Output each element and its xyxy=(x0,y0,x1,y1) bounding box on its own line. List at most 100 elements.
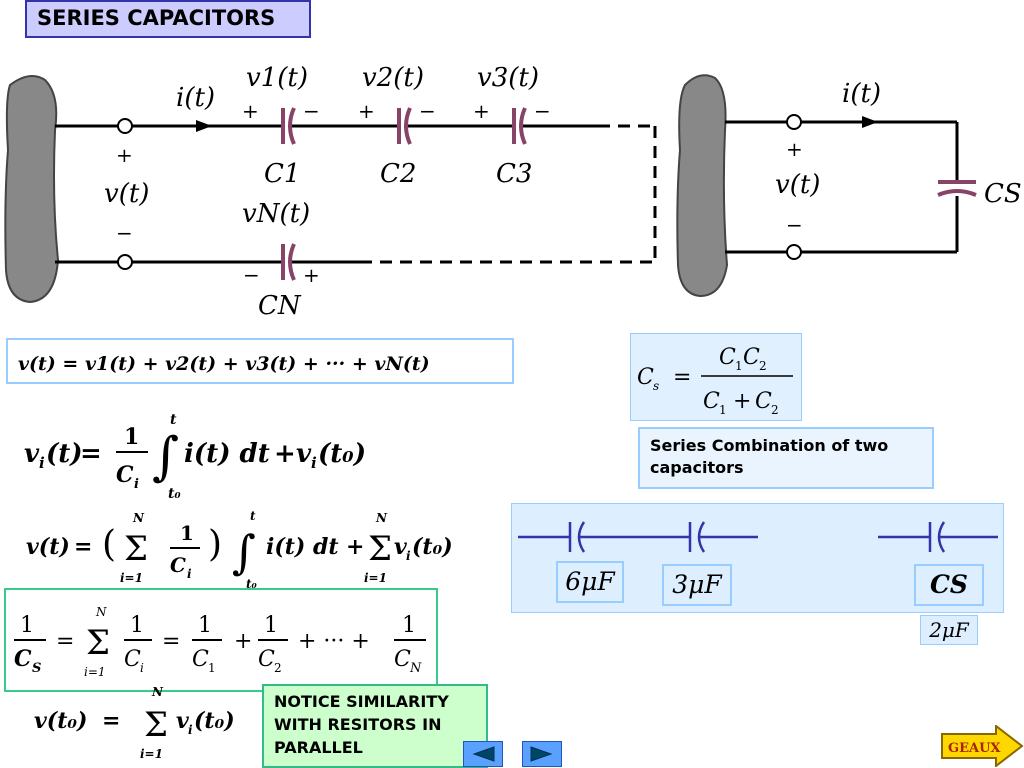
svg-text:1: 1 xyxy=(719,403,727,417)
svg-text:C: C xyxy=(755,389,772,414)
svg-text:∫: ∫ xyxy=(232,525,256,579)
svg-text:−: − xyxy=(786,213,803,237)
cs-label: CS xyxy=(984,179,1022,209)
svg-text:i: i xyxy=(134,477,139,492)
svg-text:t: t xyxy=(170,412,177,428)
svg-text:(t): (t) xyxy=(46,439,83,469)
svg-text:=: = xyxy=(102,708,120,734)
svg-text:i(t) dt: i(t) dt xyxy=(266,534,339,560)
v1-label: v1(t) xyxy=(246,63,308,93)
svg-text:v(t): v(t) xyxy=(775,170,820,200)
equivalent-circuit-diagram: i(t) v(t) + − CS xyxy=(676,74,1022,298)
svg-text:v(t): v(t) xyxy=(26,534,70,560)
c1-label: C1 xyxy=(264,159,300,189)
svg-text:∫: ∫ xyxy=(152,427,179,487)
svg-text:C: C xyxy=(170,553,186,577)
cs-result-value: 2μF xyxy=(920,615,978,645)
svg-text:C: C xyxy=(14,646,32,672)
svg-text:1: 1 xyxy=(20,613,34,638)
svg-text:v: v xyxy=(296,439,312,469)
svg-text:i: i xyxy=(140,661,144,675)
terminal-top-right xyxy=(786,114,802,130)
svg-text:t₀: t₀ xyxy=(246,577,258,590)
notice-box: NOTICE SIMILARITY WITH RESITORS IN PARAL… xyxy=(262,684,488,768)
current-label: i(t) xyxy=(176,83,215,113)
prev-slide-button[interactable] xyxy=(463,741,503,767)
svg-text:i=1: i=1 xyxy=(140,747,163,761)
svg-text:2: 2 xyxy=(274,661,282,675)
svg-text:(t₀): (t₀) xyxy=(194,708,235,734)
right-arrow-icon xyxy=(530,746,553,762)
svg-text:i=1: i=1 xyxy=(84,665,106,679)
svg-text:v(t) = v1(t) + v2(t) + v3(t) +: v(t) = v1(t) + v2(t) + v3(t) + ··· + vN(… xyxy=(18,353,430,375)
svg-text:i=1: i=1 xyxy=(120,571,143,585)
c3-label: C3 xyxy=(496,159,532,189)
v3-label: v3(t) xyxy=(477,63,539,93)
c2-label: C2 xyxy=(380,159,416,189)
svg-text:N: N xyxy=(375,511,388,525)
svg-text:s: s xyxy=(653,379,659,393)
capacitor-value-3uf: 3μF xyxy=(662,564,732,606)
svg-text:i: i xyxy=(39,454,45,472)
svg-text:v: v xyxy=(394,534,407,560)
svg-text:C: C xyxy=(743,345,760,370)
svg-text:1: 1 xyxy=(208,661,216,675)
svg-text:i: i xyxy=(406,549,411,563)
svg-text:1: 1 xyxy=(130,613,144,638)
kvl-equation-box: v(t) = v1(t) + v2(t) + v3(t) + ··· + vN(… xyxy=(6,338,514,384)
svg-text:−: − xyxy=(116,221,133,245)
svg-text:S: S xyxy=(32,661,41,676)
terminal-top xyxy=(117,118,133,134)
svg-text:Σ: Σ xyxy=(368,529,392,569)
source-blob xyxy=(4,75,60,304)
series-circuit-diagram: i(t) v(t) + − v1(t) v2(t) v3(t) C1 C2 C3… xyxy=(4,63,657,321)
svg-text:C: C xyxy=(192,647,209,672)
svg-text:N: N xyxy=(95,605,107,619)
svg-text:C: C xyxy=(258,647,275,672)
svg-text:v: v xyxy=(24,439,40,469)
terminal-bottom-right xyxy=(786,244,802,260)
svg-text:1: 1 xyxy=(264,613,278,638)
svg-text:): ) xyxy=(208,524,222,565)
svg-text:C: C xyxy=(703,389,720,414)
svg-text:i: i xyxy=(187,567,192,581)
svg-text:1: 1 xyxy=(735,359,743,373)
svg-text:C: C xyxy=(116,462,134,488)
svg-text:=: = xyxy=(74,534,92,560)
capacitor-value-6uf: 6μF xyxy=(556,561,624,603)
next-slide-button[interactable] xyxy=(522,741,562,767)
svg-text:+: + xyxy=(346,534,364,560)
svg-text:C: C xyxy=(124,647,141,672)
svg-text:2: 2 xyxy=(759,359,767,373)
vn-label: vN(t) xyxy=(242,199,310,229)
svg-text:t: t xyxy=(250,509,256,523)
svg-text:2: 2 xyxy=(771,403,779,417)
svg-text:i(t) dt: i(t) dt xyxy=(184,439,270,469)
page-title: SERIES CAPACITORS xyxy=(25,0,311,38)
svg-text:+: + xyxy=(234,629,252,654)
svg-text:+: + xyxy=(116,143,133,167)
svg-text:i: i xyxy=(311,454,317,472)
kvl-equation: v(t) = v1(t) + v2(t) + v3(t) + ··· + vN(… xyxy=(18,353,430,375)
svg-text:Σ: Σ xyxy=(144,705,168,745)
geaux-button[interactable]: GEAUX xyxy=(940,725,1024,767)
svg-text:−: − xyxy=(303,99,320,123)
svg-text:+: + xyxy=(303,263,320,287)
svg-text:+: + xyxy=(473,99,490,123)
svg-text:C: C xyxy=(719,345,736,370)
svg-text:1: 1 xyxy=(402,613,416,638)
svg-text:t₀: t₀ xyxy=(168,486,181,502)
svg-text:+: + xyxy=(358,99,375,123)
svg-text:+: + xyxy=(274,439,296,469)
svg-text:=: = xyxy=(673,365,691,390)
svg-text:+: + xyxy=(733,389,751,414)
v2-label: v2(t) xyxy=(362,63,424,93)
left-arrow-icon xyxy=(472,746,495,762)
svg-text:=: = xyxy=(80,439,102,469)
svg-text:+ ··· +: + ··· + xyxy=(298,629,370,654)
